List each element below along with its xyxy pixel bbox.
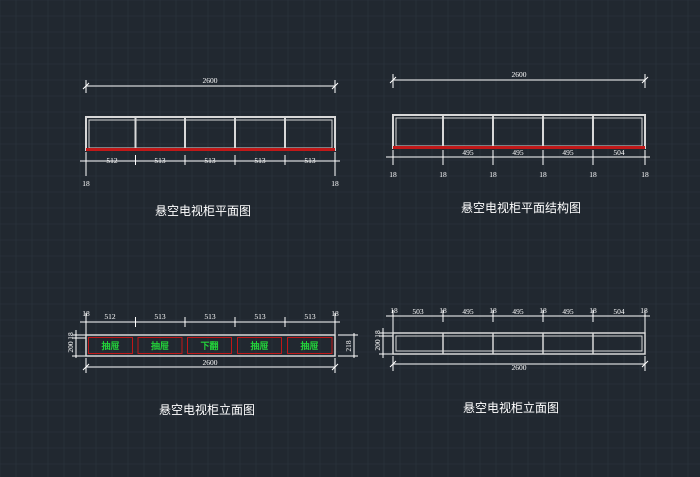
structure-view [386,74,650,165]
elev-top-edge-left-label: 18 [82,309,90,318]
plan-segment-label-2: 513 [154,156,166,165]
elev-cabinet-outline [85,334,336,357]
plan-edge-left-label: 18 [82,179,90,188]
structure-tick-left [389,76,397,84]
elevation-front-view [72,313,358,373]
structure-title: 悬空电视柜平面结构图 [461,200,581,215]
es-overall-tick-right [641,360,649,368]
elev-drawer-2-label: 抽屉 [151,340,169,352]
es-cabinet-outline [392,332,646,355]
elev-segment-label-5: 513 [304,312,316,321]
structure-edge-label-6: 18 [641,170,649,179]
es-top-label-8: 495 [562,307,574,316]
es-top-label-9: 18 [589,306,597,315]
elev-segment-label-3: 513 [204,312,216,321]
elev-drawer-4-frame [237,337,282,354]
elev-left-dim-label-top: 18 [66,332,75,340]
elev-overall-label: 2600 [203,358,218,367]
structure-edge-label-5: 18 [589,170,597,179]
es-top-label-5: 18 [489,306,497,315]
elev-right-dim-label: 218 [344,340,353,352]
elev-segment-label-2: 513 [154,312,166,321]
elev-drawer-1-frame [88,337,133,354]
es-top-label-1: 18 [390,306,398,315]
structure-edge-label-1: 18 [389,170,397,179]
plan-title: 悬空电视柜平面图 [155,203,251,218]
structure-edge-label-4: 18 [539,170,547,179]
plan-segment-label-3: 513 [204,156,216,165]
structure-tick-right [641,76,649,84]
plan-segment-label-1: 512 [106,156,118,165]
es-top-label-3: 18 [439,306,447,315]
elev-drawer-2-frame [137,337,183,354]
plan-view [80,80,340,176]
structure-segment-label-1: 495 [462,148,474,157]
elev-drawer-4-label: 抽屉 [250,340,268,352]
plan-segment-label-4: 513 [254,156,266,165]
es-top-label-7: 18 [539,306,547,315]
elev-left-dim-label-bottom: 200 [66,341,75,353]
elev-drawer-5-frame [287,337,333,354]
plan-tick-left [82,82,90,90]
plan-tick-right [331,82,339,90]
plan-segment-label-5: 513 [304,156,316,165]
elev-drawer-1-label: 抽屉 [101,340,119,352]
plan-edge-right-label: 18 [331,179,339,188]
structure-segment-label-4: 504 [613,148,625,157]
es-top-label-10: 504 [613,307,625,316]
elev-front-title: 悬空电视柜立面图 [159,402,255,417]
elev-drawer-3-frame [187,337,232,354]
es-title: 悬空电视柜立面图 [463,400,559,415]
elev-segment-label-1: 512 [104,312,116,321]
es-overall-label: 2600 [512,363,527,372]
structure-edge-label-2: 18 [439,170,447,179]
es-top-label-11: 18 [640,306,648,315]
elev-overall-tick-left [82,363,90,371]
es-top-label-6: 495 [512,307,524,316]
es-cabinet-inner [395,335,643,352]
elev-overall-tick-right [331,363,339,371]
es-top-label-4: 495 [462,307,474,316]
elev-drawer-3-label: 下翻 [200,340,218,352]
elev-top-edge-right-label: 18 [331,309,339,318]
structure-edge-label-3: 18 [489,170,497,179]
plan-overall-label: 2600 [203,76,218,85]
structure-segment-label-2: 495 [512,148,524,157]
es-left-dim-label-bottom: 200 [373,339,382,351]
es-overall-tick-left [389,360,397,368]
structure-segment-label-3: 495 [562,148,574,157]
elevation-structure-view [379,310,650,371]
elev-drawer-5-label: 抽屉 [300,340,318,352]
elev-segment-label-4: 513 [254,312,266,321]
es-top-label-2: 503 [412,307,424,316]
es-left-dim-label-top: 18 [373,330,382,338]
structure-overall-label: 2600 [512,70,527,79]
